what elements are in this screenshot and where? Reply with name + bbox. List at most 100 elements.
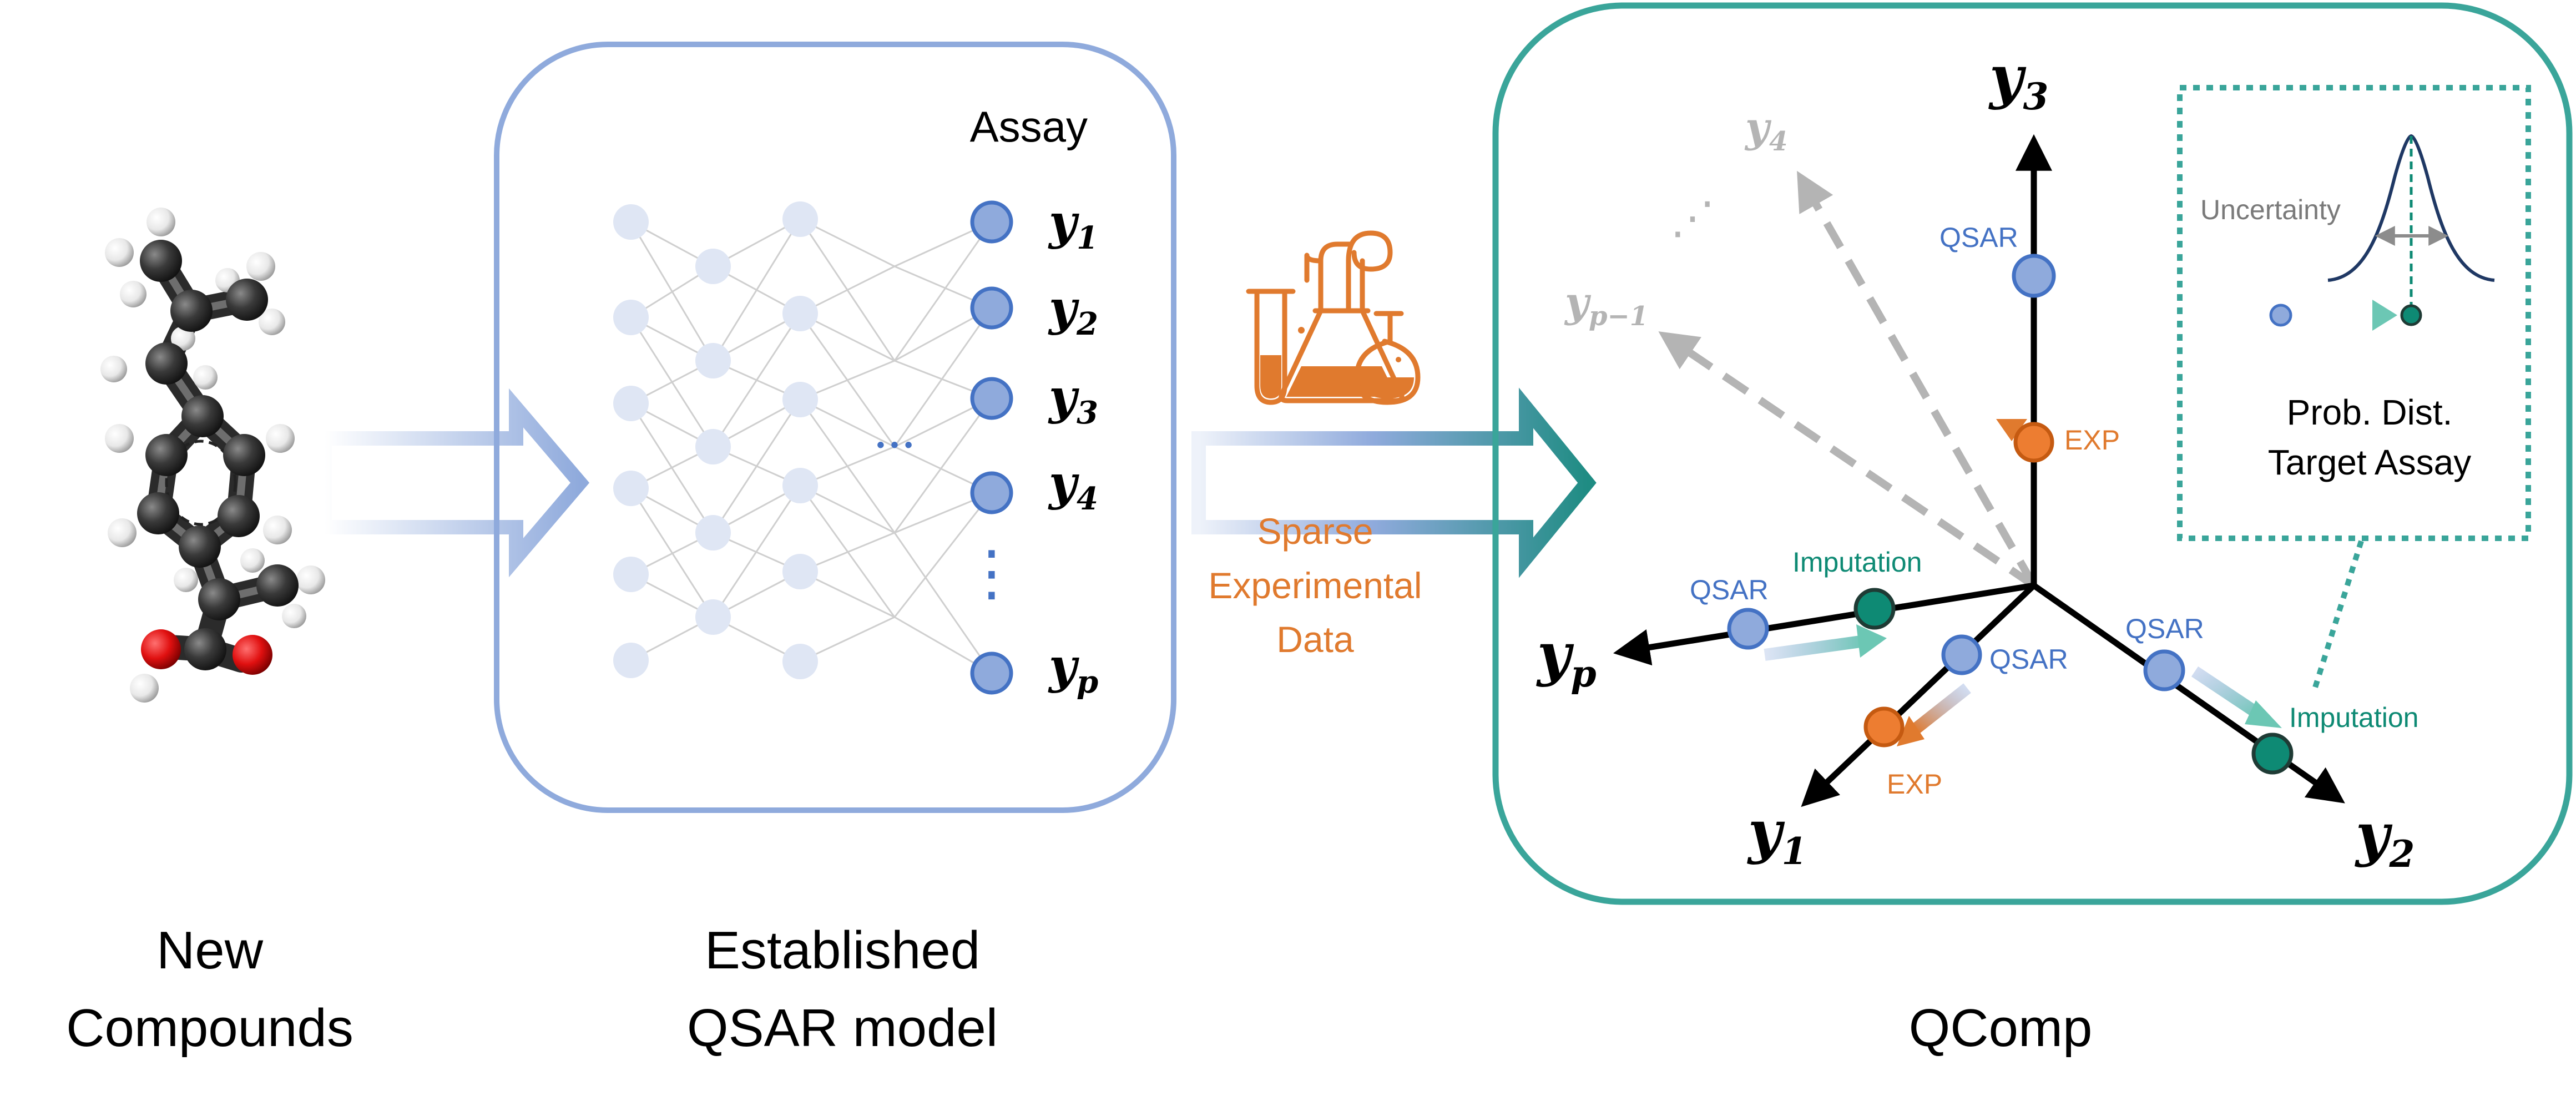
output-node <box>970 286 1013 330</box>
network-edge <box>712 399 801 533</box>
hidden-node <box>613 204 649 240</box>
arrow-model-to-qcomp <box>1191 387 1597 578</box>
output-label-yp: yp <box>1048 638 1098 700</box>
exp-node-y1 <box>1863 706 1905 748</box>
network-edge <box>893 532 993 674</box>
qsar-node-y2 <box>2143 649 2185 691</box>
hidden-node <box>695 515 731 551</box>
arrow-compounds-to-model <box>317 388 590 578</box>
svg-text:y4: y4 <box>1744 104 1787 157</box>
hidden-node <box>695 599 731 635</box>
sparse-data-line2: Experimental <box>1208 565 1422 606</box>
network-edge <box>893 307 993 447</box>
inset-target-node <box>2400 304 2422 326</box>
svg-text:y2: y2 <box>1048 280 1098 342</box>
label-imputation-yp: Imputation <box>1792 547 1922 578</box>
axis-label-y3: y3 <box>1988 43 2048 118</box>
label-qsar-y2: QSAR <box>2125 613 2204 644</box>
hidden-node <box>782 554 818 589</box>
qsar-model-box <box>494 42 1176 813</box>
axis-label-yp-minus-1: yp−1 <box>1564 279 1648 332</box>
svg-text:y1: y1 <box>1747 797 1807 873</box>
svg-text:y3: y3 <box>1048 369 1098 431</box>
svg-text:yp: yp <box>1048 638 1098 700</box>
qcomp-box <box>1492 2 2573 905</box>
shift-arrowhead-yp <box>1856 624 1887 658</box>
network-edge <box>893 221 993 361</box>
output-node <box>970 200 1013 244</box>
output-label-y2: y2 <box>1048 280 1098 342</box>
svg-text:yp−1: yp−1 <box>1564 279 1648 332</box>
axis-y1 <box>1801 583 2036 807</box>
axis-yp-minus-1 <box>1658 331 2036 589</box>
svg-text:yp: yp <box>1536 620 1597 695</box>
network-edge <box>712 219 801 361</box>
caption-established-line2: QSAR model <box>687 998 998 1058</box>
output-label-y3: y3 <box>1048 369 1098 431</box>
shift-arrowhead-y3 <box>1996 419 2027 441</box>
hidden-node <box>695 249 731 284</box>
output-label-y1: y1 <box>1048 194 1098 256</box>
hidden-node <box>695 343 731 378</box>
shift-arrow-yp <box>1764 635 1866 661</box>
network-edge <box>893 492 993 618</box>
axis-label-y2: y2 <box>2355 800 2415 876</box>
svg-text:y3: y3 <box>1988 43 2048 118</box>
axis-label-yp: yp <box>1536 620 1597 695</box>
axis-yp <box>1613 582 2034 666</box>
axis-ellipsis: ⋰ <box>1670 193 1715 243</box>
hidden-node <box>613 300 649 335</box>
hidden-node <box>782 382 818 417</box>
imputation-node-y2 <box>2251 733 2294 775</box>
shift-arrowhead-y2 <box>2245 700 2282 728</box>
molecule-illustration <box>100 208 325 703</box>
network-ellipsis-vertical: ⋮ <box>961 539 1022 607</box>
uncertainty-label: Uncertainty <box>2200 194 2341 225</box>
assay-label: Assay <box>970 102 1088 151</box>
qsar-node-yp <box>1727 608 1769 650</box>
network-connections <box>630 218 993 674</box>
inset-connector <box>2311 540 2364 692</box>
svg-text:y4: y4 <box>1048 455 1098 517</box>
network-edge <box>893 398 993 533</box>
network-edge <box>712 485 801 618</box>
output-node <box>970 471 1013 514</box>
label-exp-y3: EXP <box>2064 425 2120 456</box>
caption-established-line1: Established <box>705 921 980 980</box>
sparse-data-line1: Sparse <box>1257 511 1373 552</box>
svg-text:y1: y1 <box>1048 194 1098 256</box>
inset-qsar-node <box>2269 304 2292 327</box>
hidden-node <box>782 468 818 503</box>
shift-arrow-y1 <box>1911 683 1971 735</box>
hidden-node <box>613 386 649 421</box>
lab-glassware-icon <box>1246 230 1421 405</box>
neural-network <box>613 200 1013 695</box>
svg-text:y2: y2 <box>2355 800 2415 876</box>
hidden-node <box>782 201 818 237</box>
network-edge <box>712 313 801 447</box>
network-nodes <box>613 200 1013 695</box>
output-node <box>970 377 1013 420</box>
output-label-y4: y4 <box>1048 455 1098 517</box>
imputation-node-yp <box>1853 588 1896 630</box>
label-qsar-yp: QSAR <box>1690 574 1769 605</box>
shift-arrowhead-y1 <box>1897 716 1925 746</box>
hidden-node <box>782 296 818 331</box>
shift-arrow-y2 <box>2191 666 2265 721</box>
inset-label-line2: Target Assay <box>2268 442 2471 482</box>
label-qsar-y3: QSAR <box>1939 222 2018 253</box>
axis-y4 <box>1797 170 2038 588</box>
exp-node-y3 <box>2013 422 2054 463</box>
output-node <box>970 652 1013 695</box>
inset-shift-arrowhead <box>2372 300 2397 331</box>
network-ellipsis-horizontal: • • • <box>877 433 912 457</box>
hidden-node <box>613 643 649 678</box>
target-assay-inset <box>2177 85 2531 541</box>
hidden-node <box>613 557 649 592</box>
sparse-data-line3: Data <box>1276 619 1354 660</box>
axis-label-y4: y4 <box>1744 104 1787 157</box>
hidden-node <box>695 429 731 464</box>
inset-label-line1: Prob. Dist. <box>2287 392 2453 432</box>
caption-new-compounds-line2: Compounds <box>66 998 353 1058</box>
